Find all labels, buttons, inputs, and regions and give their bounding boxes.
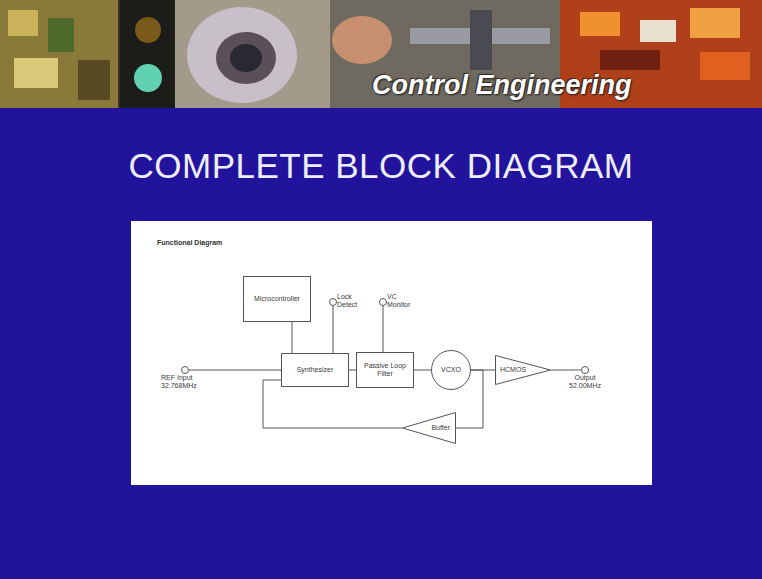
hcmos-amplifier: HCMOS [495,355,551,385]
banner-ground [0,0,762,108]
terminal-circle [379,298,387,306]
circuit-photo [600,50,660,70]
signal-line [189,370,281,371]
photo-panel [175,0,330,108]
photo-panel [0,0,118,108]
machine-photo [470,10,492,70]
lens-photo [230,44,262,72]
signal-line [349,370,356,371]
signal-line [383,306,384,352]
lock-detect-terminal: Lock Detect [329,298,337,306]
traffic-lamp [134,64,162,92]
photo-detail [78,60,110,100]
traffic-light [120,0,175,108]
terminal-label: Lock Detect [337,293,367,309]
outline [432,351,471,390]
lens-photo [216,32,276,84]
photo-detail [8,10,38,36]
loop-filter-box: Passive Loop Filter [356,352,414,388]
circuit-photo [580,12,620,36]
terminal-label: REF Input 32.768MHz [161,374,207,390]
circuit-photo [690,8,740,38]
monitor-terminal: VC Monitor [379,298,387,306]
signal-line [333,306,334,353]
outline [182,367,189,374]
brand-logo-text: Control Engineering [372,70,632,101]
outline [496,356,551,385]
slide-title: COMPLETE BLOCK DIAGRAM [0,146,762,186]
outline [582,367,589,374]
outline [380,299,387,306]
photo-detail [48,18,74,52]
microcontroller-box: Microcontroller [243,276,311,322]
terminal-label: Output 52.00MHz [563,374,607,390]
circuit-photo [640,20,676,42]
buffer-amplifier: Buffer [402,412,456,444]
block-label: HCMOS [500,366,526,374]
hand-photo [332,16,392,64]
input-terminal: REF Input 32.768MHz [181,366,189,374]
terminal-circle [181,366,189,374]
traffic-lamp [135,17,161,43]
terminal-label: VC Monitor [387,293,421,309]
outline [403,413,456,444]
block-label: VCXO [441,366,461,374]
output-terminal: Output 52.00MHz [581,366,589,374]
block-label: Passive Loop Filter [361,362,409,378]
photo-detail [14,58,58,88]
terminal-circle [329,298,337,306]
outline [330,299,337,306]
circuit-photo [700,52,750,80]
block-label: Synthesizer [297,366,334,374]
synthesizer-box: Synthesizer [281,353,349,387]
signal-line [551,370,581,371]
lens-photo [187,7,297,103]
block-label: Buffer [431,424,450,432]
block-label: Microcontroller [254,295,300,303]
signal-line [292,322,293,353]
terminal-circle [581,366,589,374]
panel-heading: Functional Diagram [157,239,222,246]
vcxo-circle: VCXO [431,350,471,390]
signal-line [414,370,431,371]
